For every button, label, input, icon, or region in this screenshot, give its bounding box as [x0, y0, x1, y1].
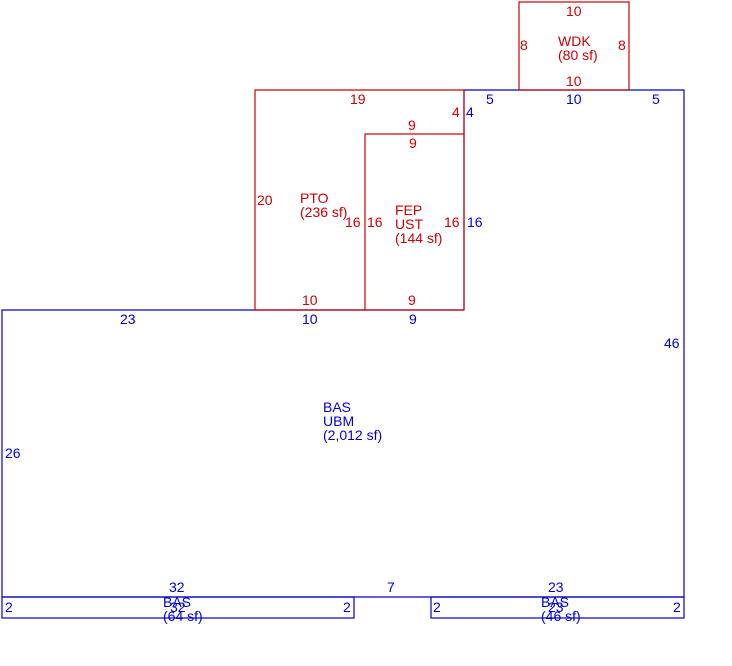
bas-right-ext-code: BAS — [541, 594, 569, 610]
dim-wdk-left: 8 — [520, 37, 528, 53]
dim-pto-top: 19 — [350, 91, 366, 107]
dim-bas-top-left: 23 — [120, 311, 136, 327]
fep-sub-label: UST — [395, 216, 423, 232]
dim-bas-top-fep: 9 — [409, 311, 417, 327]
dim-ext-left-l: 2 — [5, 599, 13, 615]
bas-left-ext-area: (64 sf) — [163, 608, 203, 624]
bas-area-label: (2,012 sf) — [323, 427, 382, 443]
dim-fep-top-in: 9 — [409, 135, 417, 151]
dim-bas-left: 26 — [5, 445, 21, 461]
fep-area-label: (144 sf) — [395, 230, 442, 246]
dim-fep-left: 16 — [367, 214, 383, 230]
bas-right-ext-area: (46 sf) — [541, 608, 581, 624]
bas-code-label: BAS — [323, 399, 351, 415]
wdk-code-label: WDK — [558, 33, 591, 49]
dim-bas-bottom-right: 23 — [548, 579, 564, 595]
dim-bas-top-c: 5 — [652, 91, 660, 107]
pto-code-label: PTO — [300, 190, 329, 206]
dim-ext-left-r: 2 — [343, 599, 351, 615]
pto-outline — [254, 89, 465, 311]
dim-bas-right: 46 — [664, 335, 680, 351]
dim-wdk-top: 10 — [566, 3, 582, 19]
wdk-outline — [518, 1, 630, 91]
bas-left-ext-code: BAS — [163, 594, 191, 610]
dim-pto-right-seg: 4 — [452, 104, 460, 120]
dim-wdk-bottom: 10 — [566, 73, 582, 89]
bas-right-ext-overlap: 23 — [548, 599, 564, 615]
dim-bas-bottom-left: 32 — [169, 579, 185, 595]
dim-pto-inner: 16 — [345, 214, 361, 230]
bas-sub-label: UBM — [323, 413, 354, 429]
dim-bas-top-a: 5 — [486, 91, 494, 107]
dim-bas-seg-16: 16 — [467, 214, 483, 230]
dim-wdk-right: 8 — [618, 37, 626, 53]
bas-outline — [1, 89, 685, 598]
dim-ext-right-l: 2 — [433, 599, 441, 615]
pto-area-label: (236 sf) — [300, 204, 347, 220]
fep-outline — [364, 133, 465, 311]
dim-fep-right: 16 — [444, 214, 460, 230]
dim-ext-right-r: 2 — [673, 599, 681, 615]
bas-left-ext-overlap: 32 — [170, 599, 186, 615]
dim-bas-top-mid: 10 — [302, 311, 318, 327]
dim-bas-top-b: 10 — [566, 91, 582, 107]
bas-right-extension — [430, 596, 685, 619]
bas-left-extension — [1, 596, 355, 619]
dim-fep-bottom: 9 — [408, 292, 416, 308]
dim-pto-bottom: 10 — [302, 292, 318, 308]
dim-pto-left: 20 — [257, 192, 273, 208]
dim-fep-top-out: 9 — [408, 117, 416, 133]
dim-bas-seg-4: 4 — [466, 104, 474, 120]
dim-bas-bottom-mid: 7 — [387, 579, 395, 595]
wdk-area-label: (80 sf) — [558, 47, 598, 63]
fep-code-label: FEP — [395, 202, 422, 218]
